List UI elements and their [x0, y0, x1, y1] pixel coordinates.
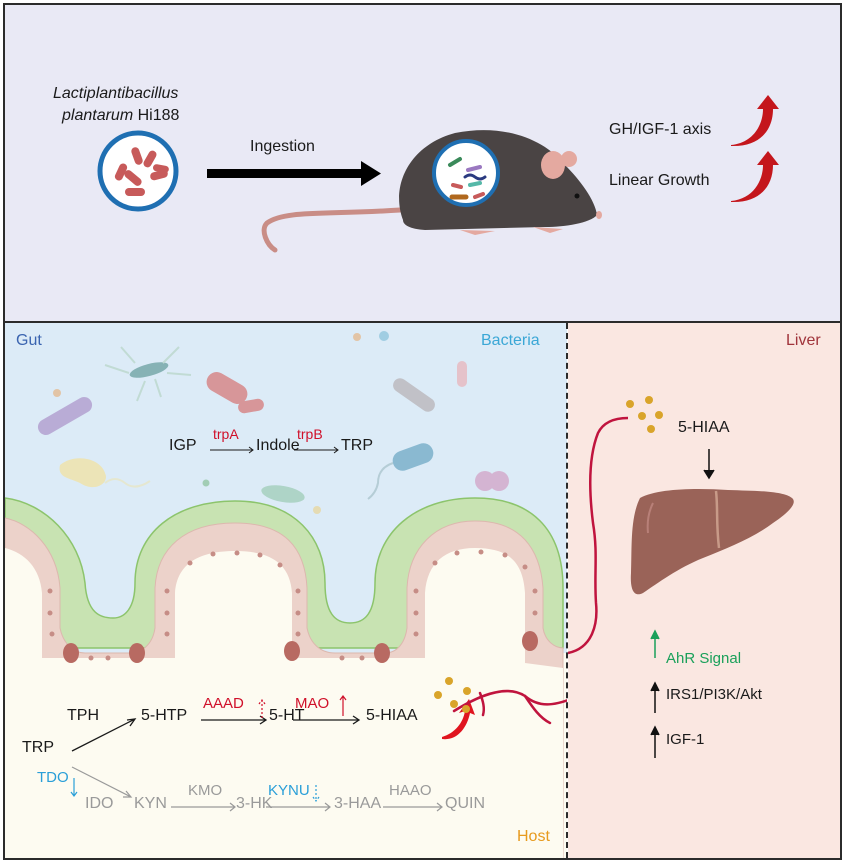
signal-ahr: AhR Signal [666, 650, 742, 667]
gut-label: Gut [16, 332, 42, 349]
strain-name-line1: Lactiplantibacillus [53, 85, 179, 102]
serotonin-pathway-arrows [71, 715, 361, 752]
enzyme-mao: MAO [295, 695, 330, 712]
host-label: Host [517, 828, 550, 845]
bacterial-pathway-arrows [210, 446, 339, 454]
enzyme-tdo: TDO [37, 769, 69, 786]
strain-id: Hi188 [133, 107, 180, 124]
gut-liver-divider [566, 323, 568, 858]
top-panel: Lactiplantibacillus plantarum Hi188 Inge… [3, 3, 842, 323]
enzyme-aaad: AAAD [203, 695, 244, 712]
enzyme-haao: HAAO [389, 782, 432, 799]
down-regulation-indicators [70, 778, 320, 802]
bottom-panel: Gut Bacteria Host IGP trpA Indole trpB T… [3, 321, 842, 860]
liver-organ-icon [630, 488, 794, 595]
node-5-htp: 5-HTP [141, 707, 188, 724]
enzyme-kmo: KMO [188, 782, 223, 799]
ahr-up-arrow [650, 629, 660, 658]
liver-label: Liver [786, 332, 821, 349]
paneth-cells [63, 631, 538, 663]
enzyme-ido: IDO [85, 795, 114, 812]
node-trp-bacterial: TRP [341, 437, 373, 454]
node-quin: QUIN [445, 795, 485, 812]
ingestion-arrow [207, 161, 381, 186]
kynurenine-pathway-arrows [71, 766, 443, 812]
signal-igf-1: IGF-1 [666, 731, 705, 748]
host-tissue [5, 548, 563, 858]
up-regulation-indicators [258, 695, 347, 718]
enzyme-tph: TPH [67, 707, 99, 724]
igf1-up-arrow [650, 725, 660, 758]
node-5-hiaa-gut: 5-HIAA [366, 707, 418, 724]
5-hiaa-particles-liver [626, 396, 663, 433]
node-5-hiaa-liver: 5-HIAA [678, 419, 730, 436]
liver-illustration [567, 396, 794, 758]
mouse-icon [261, 130, 602, 253]
epithelial-nuclei [47, 549, 538, 661]
probiotic-bacteria-icon [97, 130, 179, 212]
blood-vessel-liver [567, 416, 629, 655]
node-kyn: KYN [134, 795, 167, 812]
node-5-ht: 5-HT [269, 707, 305, 724]
outcome-linear-growth: Linear Growth [609, 172, 710, 189]
node-3-hk: 3-HK [236, 795, 273, 812]
enzyme-trpa: trpA [213, 426, 239, 442]
bacteria-label: Bacteria [481, 332, 540, 349]
5-hiaa-particles-gut [434, 677, 471, 713]
node-trp-host: TRP [22, 739, 54, 756]
ingestion-label: Ingestion [250, 138, 315, 155]
node-igp: IGP [169, 437, 197, 454]
strain-name-line2: plantarum Hi188 [62, 107, 179, 125]
enzyme-kynu: KYNU [268, 782, 310, 799]
irs1-up-arrow [650, 681, 660, 713]
top-illustration [97, 95, 779, 253]
down-arrow-to-liver [703, 449, 715, 480]
enzyme-trpb: trpB [297, 426, 323, 442]
gut-region: Gut Bacteria Host IGP trpA Indole trpB T… [5, 323, 567, 858]
outcome-gh-igf1-axis: GH/IGF-1 axis [609, 121, 712, 138]
species-name: plantarum [62, 107, 134, 124]
liver-region: Liver 5-HIAA AhR Signal IRS1/PI3K/Akt IG… [567, 323, 840, 858]
growth-up-arrows [731, 95, 779, 203]
signal-irs1-pi3k-akt: IRS1/PI3K/Akt [666, 686, 762, 703]
node-indole: Indole [256, 437, 300, 454]
node-3-haa: 3-HAA [334, 795, 382, 812]
blood-vessel [452, 689, 567, 725]
gut-illustration [5, 331, 567, 858]
gut-bacteria-icons [37, 331, 509, 514]
